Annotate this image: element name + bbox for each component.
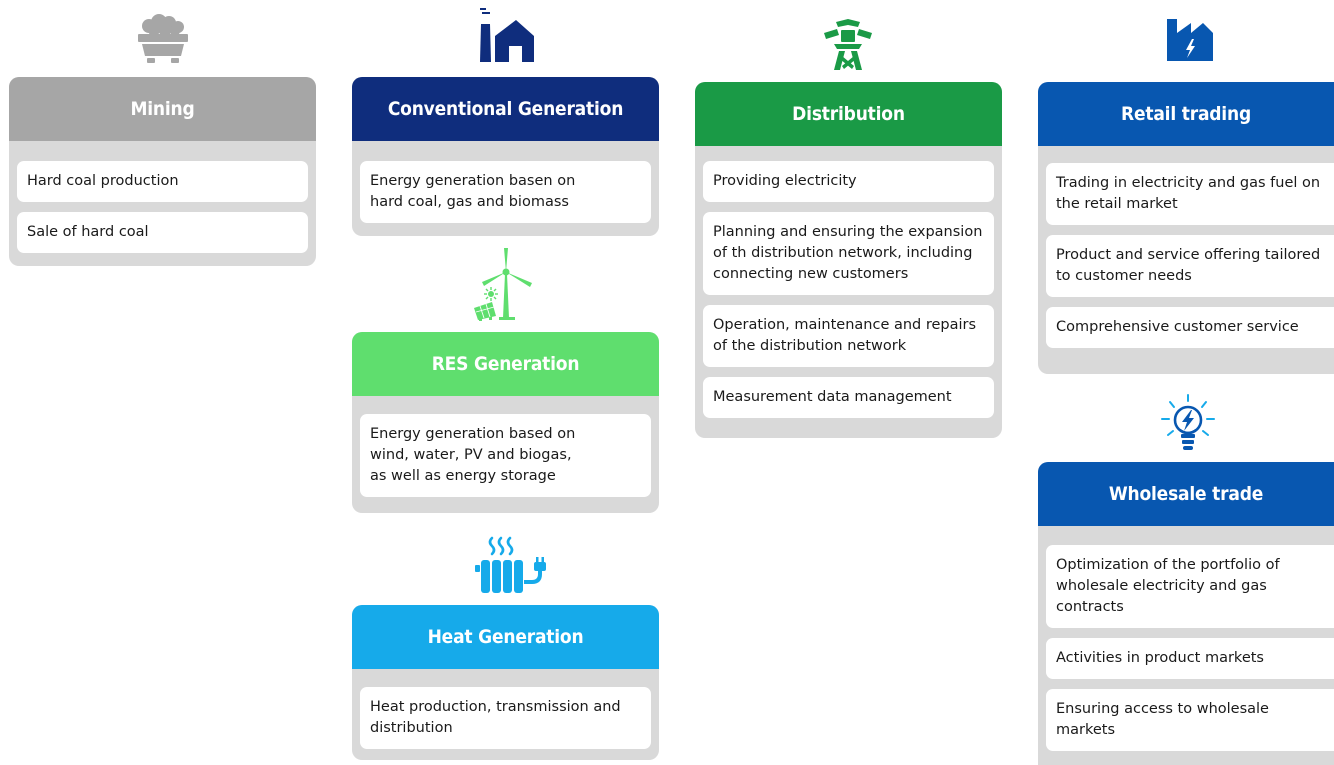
conventional-title: Conventional Generation xyxy=(352,77,659,141)
res-card: RES Generation Energy generation based o… xyxy=(352,332,659,513)
conventional-items: Energy generation basen on hard coal, ga… xyxy=(352,141,659,231)
retail-items: Trading in electricity and gas fuel on t… xyxy=(1038,146,1334,356)
retail-item: Comprehensive customer service xyxy=(1046,307,1334,348)
mine-cart-icon xyxy=(138,14,188,63)
lightbulb-bolt-icon xyxy=(1161,394,1215,450)
distribution-title: Distribution xyxy=(695,82,1002,146)
factory-bolt-icon xyxy=(1167,19,1213,61)
retail-item: Trading in electricity and gas fuel on t… xyxy=(1046,163,1334,225)
res-items: Energy generation based on wind, water, … xyxy=(352,396,659,505)
radiator-icon xyxy=(475,536,546,593)
power-plant-icon xyxy=(480,8,534,62)
wholesale-items: Optimization of the portfolio of wholesa… xyxy=(1038,526,1334,759)
conventional-card: Conventional Generation Energy generatio… xyxy=(352,77,659,236)
retail-card: Retail trading Trading in electricity an… xyxy=(1038,82,1334,374)
heat-item: Heat production, transmission and distri… xyxy=(360,687,651,749)
mining-card: Mining Hard coal production Sale of hard… xyxy=(9,77,316,266)
distribution-item: Operation, maintenance and repairs of th… xyxy=(703,305,994,367)
heat-items: Heat production, transmission and distri… xyxy=(352,669,659,757)
wholesale-title: Wholesale trade xyxy=(1038,462,1334,526)
wholesale-item: Optimization of the portfolio of wholesa… xyxy=(1046,545,1334,628)
wholesale-item: Activities in product markets xyxy=(1046,638,1334,679)
res-title: RES Generation xyxy=(352,332,659,396)
mining-items: Hard coal production Sale of hard coal xyxy=(9,141,316,261)
mining-title: Mining xyxy=(9,77,316,141)
conventional-item: Energy generation basen on hard coal, ga… xyxy=(360,161,651,223)
res-item: Energy generation based on wind, water, … xyxy=(360,414,651,497)
retail-item: Product and service offering tailored to… xyxy=(1046,235,1334,297)
distribution-card: Distribution Providing electricity Plann… xyxy=(695,82,1002,438)
wholesale-card: Wholesale trade Optimization of the port… xyxy=(1038,462,1334,765)
distribution-item: Providing electricity xyxy=(703,161,994,202)
distribution-items: Providing electricity Planning and ensur… xyxy=(695,146,1002,426)
heat-title: Heat Generation xyxy=(352,605,659,669)
distribution-item: Planning and ensuring the expansion of t… xyxy=(703,212,994,295)
wind-turbine-solar-icon xyxy=(474,248,532,321)
distribution-item: Measurement data management xyxy=(703,377,994,418)
heat-card: Heat Generation Heat production, transmi… xyxy=(352,605,659,760)
retail-title: Retail trading xyxy=(1038,82,1334,146)
transmission-tower-icon xyxy=(824,19,872,70)
mining-item: Sale of hard coal xyxy=(17,212,308,253)
mining-item: Hard coal production xyxy=(17,161,308,202)
wholesale-item: Ensuring access to wholesale markets xyxy=(1046,689,1334,751)
